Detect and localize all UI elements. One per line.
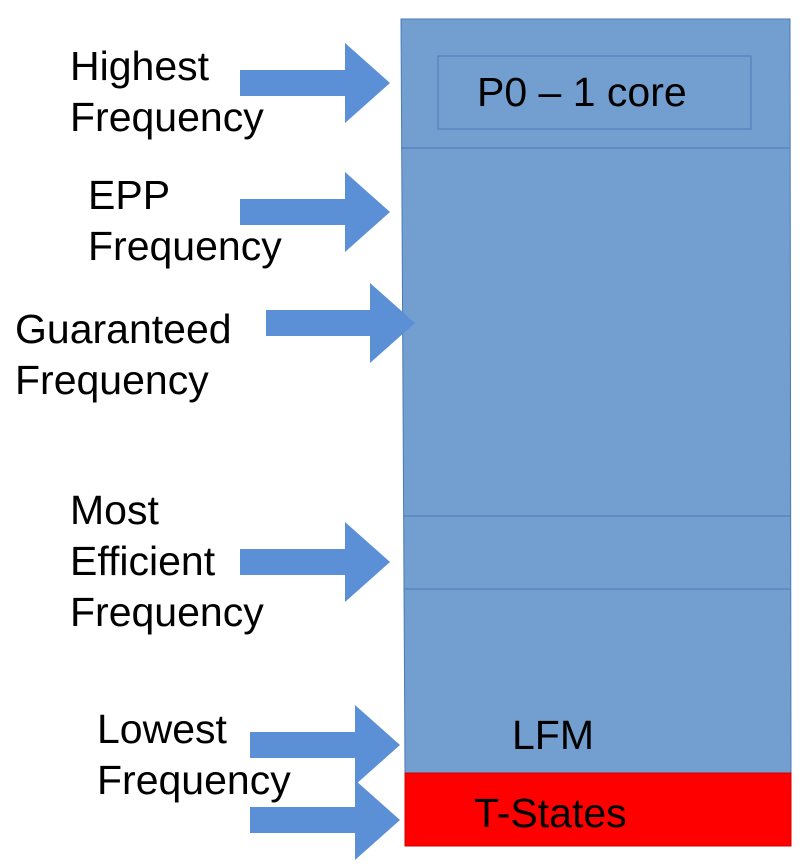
p0-box-label: P0 – 1 core (477, 69, 687, 115)
arrow-lowest-icon (250, 705, 400, 785)
arrow-guaranteed-icon (266, 283, 415, 363)
label-epp-frequency: EPP Frequency (88, 172, 282, 269)
arrow-t-states-icon (250, 780, 400, 860)
label-highest-frequency: Highest Frequency (70, 43, 264, 140)
t-states-box (404, 772, 792, 847)
arrow-epp-icon (240, 172, 390, 252)
arrow-most-efficient-icon (240, 522, 390, 602)
arrow-highest-icon (240, 43, 390, 123)
label-lowest-frequency: Lowest Frequency (97, 706, 291, 803)
frequency-bar (400, 18, 792, 774)
label-most-efficient-frequency: Most Efficient Frequency (70, 487, 264, 635)
t-states-label: T-States (474, 790, 627, 836)
p0-box (437, 55, 752, 130)
lfm-label: LFM (512, 712, 594, 758)
label-guaranteed-frequency: Guaranteed Frequency (15, 306, 232, 403)
